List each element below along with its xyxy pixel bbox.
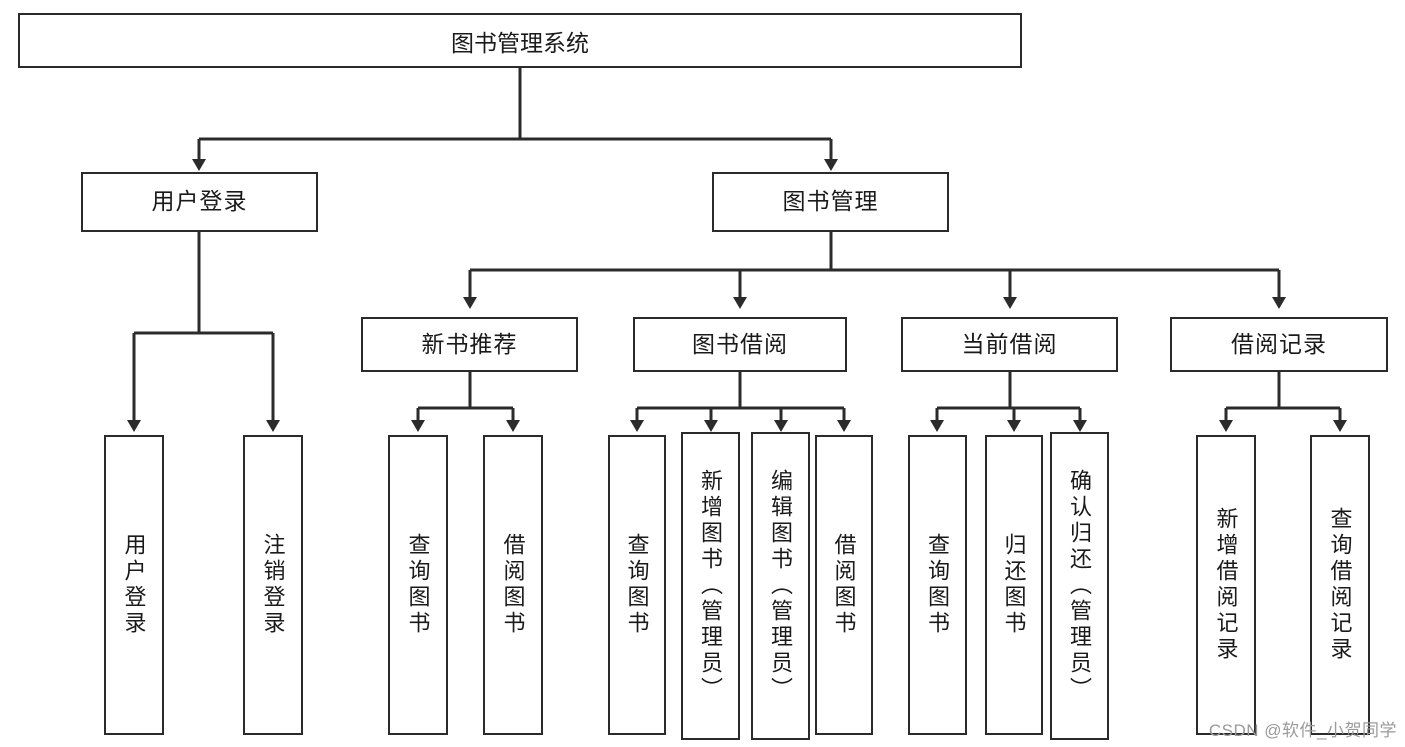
node-book-borrow[interactable]: 图书借阅 — [633, 317, 847, 372]
node-label: 查询借阅记录 — [1327, 507, 1353, 663]
node-label: 用户登录 — [121, 533, 147, 637]
leaf-confirm-return-admin[interactable]: 确认归还（管理员） — [1050, 432, 1109, 740]
node-label: 确认归还（管理员） — [1067, 469, 1093, 703]
node-label: 图书管理 — [782, 188, 879, 215]
node-label: 查询图书 — [405, 533, 431, 637]
node-label: 当前借阅 — [961, 330, 1058, 357]
node-label: 注销登录 — [260, 533, 286, 637]
node-label: 新增借阅记录 — [1213, 507, 1239, 663]
leaf-add-borrow-record[interactable]: 新增借阅记录 — [1196, 435, 1256, 735]
leaf-borrow-book-borrow[interactable]: 借阅图书 — [815, 435, 873, 735]
leaf-edit-book-admin[interactable]: 编辑图书（管理员） — [751, 432, 810, 740]
node-new-book-recommend[interactable]: 新书推荐 — [361, 317, 578, 372]
leaf-query-book-current[interactable]: 查询图书 — [908, 435, 967, 735]
node-root-book-management-system[interactable]: 图书管理系统 — [18, 13, 1022, 68]
node-user-login[interactable]: 用户登录 — [81, 172, 318, 232]
node-book-manage[interactable]: 图书管理 — [712, 172, 949, 232]
node-label: 归还图书 — [1001, 533, 1027, 637]
node-label: 借阅图书 — [831, 533, 857, 637]
leaf-query-borrow-record[interactable]: 查询借阅记录 — [1310, 435, 1370, 735]
node-label: 图书借阅 — [692, 330, 788, 357]
node-label: 借阅记录 — [1231, 330, 1327, 357]
node-borrow-record[interactable]: 借阅记录 — [1170, 317, 1388, 372]
leaf-return-book[interactable]: 归还图书 — [985, 435, 1043, 735]
node-current-borrow[interactable]: 当前借阅 — [901, 317, 1118, 372]
leaf-add-book-admin[interactable]: 新增图书（管理员） — [681, 432, 740, 740]
node-label: 借阅图书 — [500, 533, 526, 637]
leaf-user-login[interactable]: 用户登录 — [104, 435, 164, 735]
node-label: 新增图书（管理员） — [698, 469, 724, 703]
node-label: 查询图书 — [925, 533, 951, 637]
node-label: 用户登录 — [151, 188, 248, 215]
leaf-logout-login[interactable]: 注销登录 — [243, 435, 303, 735]
leaf-query-book-borrow[interactable]: 查询图书 — [608, 435, 666, 735]
csdn-watermark: CSDN @软件_小贺同学 — [1208, 721, 1397, 740]
node-label: 图书管理系统 — [451, 29, 589, 56]
node-label: 编辑图书（管理员） — [768, 469, 794, 703]
node-label: 查询图书 — [624, 533, 650, 637]
leaf-borrow-book-recommend[interactable]: 借阅图书 — [483, 435, 543, 735]
node-label: 新书推荐 — [421, 330, 518, 357]
leaf-query-book-recommend[interactable]: 查询图书 — [388, 435, 448, 735]
